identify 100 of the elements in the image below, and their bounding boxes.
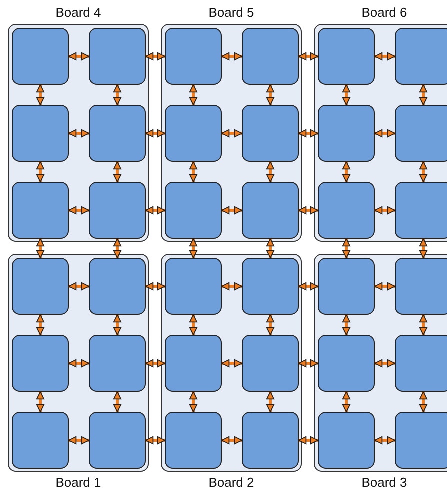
double-arrow [146, 52, 166, 61]
double-arrow [146, 359, 166, 368]
chip-box [12, 182, 69, 239]
double-arrow [342, 162, 351, 182]
chip-box [242, 335, 299, 392]
chip-box [12, 258, 69, 315]
chip-box [165, 182, 222, 239]
double-arrow [298, 359, 318, 368]
double-arrow [36, 314, 45, 336]
double-arrow [146, 129, 166, 138]
chip-box [89, 335, 146, 392]
double-arrow [374, 282, 396, 291]
chip-box [242, 258, 299, 315]
double-arrow [189, 392, 198, 412]
double-arrow [36, 392, 45, 412]
double-arrow [298, 436, 318, 445]
chip-box [318, 28, 375, 85]
chip-box [242, 28, 299, 85]
chip-box [165, 28, 222, 85]
double-arrow [113, 162, 122, 182]
chip-box [89, 412, 146, 469]
double-arrow [189, 162, 198, 182]
double-arrow [266, 162, 275, 182]
chip-box [395, 258, 447, 315]
double-arrow [222, 52, 242, 61]
board-label: Board 5 [208, 5, 256, 20]
double-arrow [298, 282, 318, 291]
chip-box [395, 412, 447, 469]
double-arrow [374, 436, 396, 445]
chip-box [395, 105, 447, 162]
double-arrow [68, 129, 90, 138]
double-arrow [342, 84, 351, 106]
chip-box [12, 412, 69, 469]
chip-box [318, 412, 375, 469]
double-arrow [189, 238, 198, 258]
chip-box [318, 258, 375, 315]
double-arrow [189, 84, 198, 106]
chip-box [165, 412, 222, 469]
double-arrow [68, 52, 90, 61]
double-arrow [36, 162, 45, 182]
double-arrow [113, 238, 122, 258]
double-arrow [374, 206, 396, 215]
chip-box [12, 335, 69, 392]
double-arrow [374, 359, 396, 368]
double-arrow [419, 392, 428, 412]
double-arrow [68, 282, 90, 291]
double-arrow [266, 392, 275, 412]
double-arrow [342, 238, 351, 258]
double-arrow [146, 436, 166, 445]
chip-box [395, 28, 447, 85]
double-arrow [113, 84, 122, 106]
board-label: Board 2 [208, 475, 256, 489]
double-arrow [68, 359, 90, 368]
double-arrow [419, 314, 428, 336]
chip-box [89, 182, 146, 239]
double-arrow [146, 282, 166, 291]
chip-box [395, 335, 447, 392]
chip-box [165, 105, 222, 162]
double-arrow [222, 129, 242, 138]
double-arrow [419, 84, 428, 106]
double-arrow [113, 392, 122, 412]
chip-box [12, 28, 69, 85]
chip-box [89, 105, 146, 162]
double-arrow [419, 162, 428, 182]
double-arrow [266, 238, 275, 258]
chip-box [89, 28, 146, 85]
chip-box [318, 335, 375, 392]
double-arrow [374, 129, 396, 138]
board-label: Board 1 [54, 475, 102, 489]
chip-box [318, 182, 375, 239]
double-arrow [222, 282, 242, 291]
double-arrow [342, 314, 351, 336]
double-arrow [146, 206, 166, 215]
board-label: Board 3 [360, 475, 408, 489]
double-arrow [298, 129, 318, 138]
double-arrow [68, 436, 90, 445]
double-arrow [374, 52, 396, 61]
board-label: Board 6 [360, 5, 408, 20]
double-arrow [266, 314, 275, 336]
chip-box [242, 412, 299, 469]
chip-box [318, 105, 375, 162]
double-arrow [419, 238, 428, 258]
chip-box [165, 258, 222, 315]
double-arrow [113, 314, 122, 336]
double-arrow [298, 52, 318, 61]
double-arrow [222, 359, 242, 368]
double-arrow [189, 314, 198, 336]
chip-box [242, 105, 299, 162]
double-arrow [222, 436, 242, 445]
chip-box [395, 182, 447, 239]
double-arrow [68, 206, 90, 215]
chip-box [12, 105, 69, 162]
chip-box [242, 182, 299, 239]
chip-box [89, 258, 146, 315]
double-arrow [36, 84, 45, 106]
double-arrow [36, 238, 45, 258]
double-arrow [222, 206, 242, 215]
double-arrow [342, 392, 351, 412]
board-label: Board 4 [54, 5, 102, 20]
double-arrow [298, 206, 318, 215]
